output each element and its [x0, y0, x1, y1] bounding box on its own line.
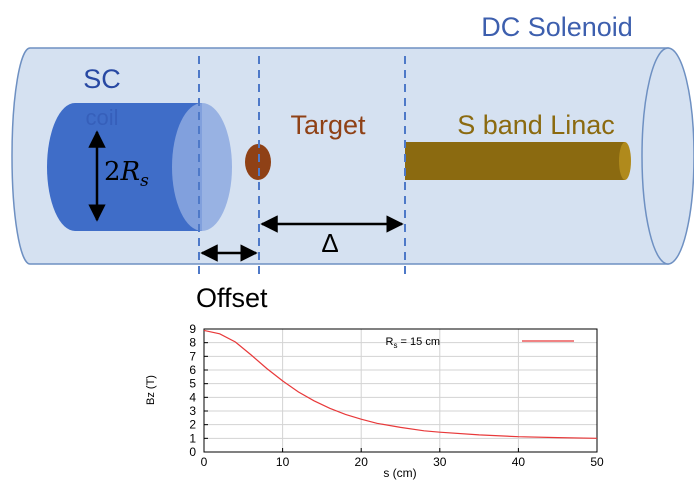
y-tick-label: 5	[189, 377, 196, 391]
y-tick-label: 6	[189, 363, 196, 377]
radius-label: 2Rs	[104, 157, 149, 191]
plot-legend: Rs = 15 cm	[386, 336, 574, 350]
offset-label: Offset	[196, 283, 268, 313]
y-tick-label: 2	[189, 418, 196, 432]
sc-coil	[47, 103, 232, 231]
legend-name-sub: s	[394, 341, 398, 350]
solenoid-label: DC Solenoid	[481, 12, 633, 42]
x-tick-label: 10	[276, 455, 290, 469]
legend-name-main: R	[386, 336, 394, 348]
y-tick-label: 8	[189, 336, 196, 350]
plot-frame	[203, 328, 598, 453]
y-tick-label: 0	[189, 445, 196, 459]
x-axis-label: s (cm)	[383, 466, 416, 480]
x-tick-label: 0	[201, 455, 208, 469]
x-tick-label: 40	[512, 455, 526, 469]
coil-label-line1: SC	[83, 64, 121, 94]
solenoid-end-cap	[641, 47, 694, 265]
target-label: Target	[290, 110, 366, 140]
legend-name-rest: = 15 cm	[398, 336, 441, 348]
linac-tube	[405, 142, 631, 180]
radius-label-var: R	[120, 157, 141, 187]
x-tick-label: 30	[433, 455, 447, 469]
y-tick-label: 3	[189, 404, 196, 418]
y-tick-label: 9	[189, 322, 196, 336]
x-tick-label: 20	[355, 455, 369, 469]
delta-label: Δ	[321, 228, 338, 258]
x-tick-label: 50	[590, 455, 604, 469]
linac-end	[619, 142, 631, 180]
y-tick-label: 7	[189, 349, 196, 363]
coil-end-face	[172, 103, 232, 231]
coil-body	[47, 103, 202, 231]
y-tick-label: 1	[189, 431, 196, 445]
coil-label-line2: coil	[85, 105, 118, 130]
y-tick-label: 4	[189, 390, 196, 404]
y-axis-label: Bz (T)	[145, 375, 157, 405]
bz-curve	[203, 329, 598, 439]
legend-text: Rs = 15 cm	[386, 336, 440, 350]
radius-label-sub: s	[140, 171, 149, 191]
linac-label: S band Linac	[457, 110, 615, 140]
linac-body	[405, 142, 625, 180]
radius-label-coef: 2	[104, 157, 121, 187]
